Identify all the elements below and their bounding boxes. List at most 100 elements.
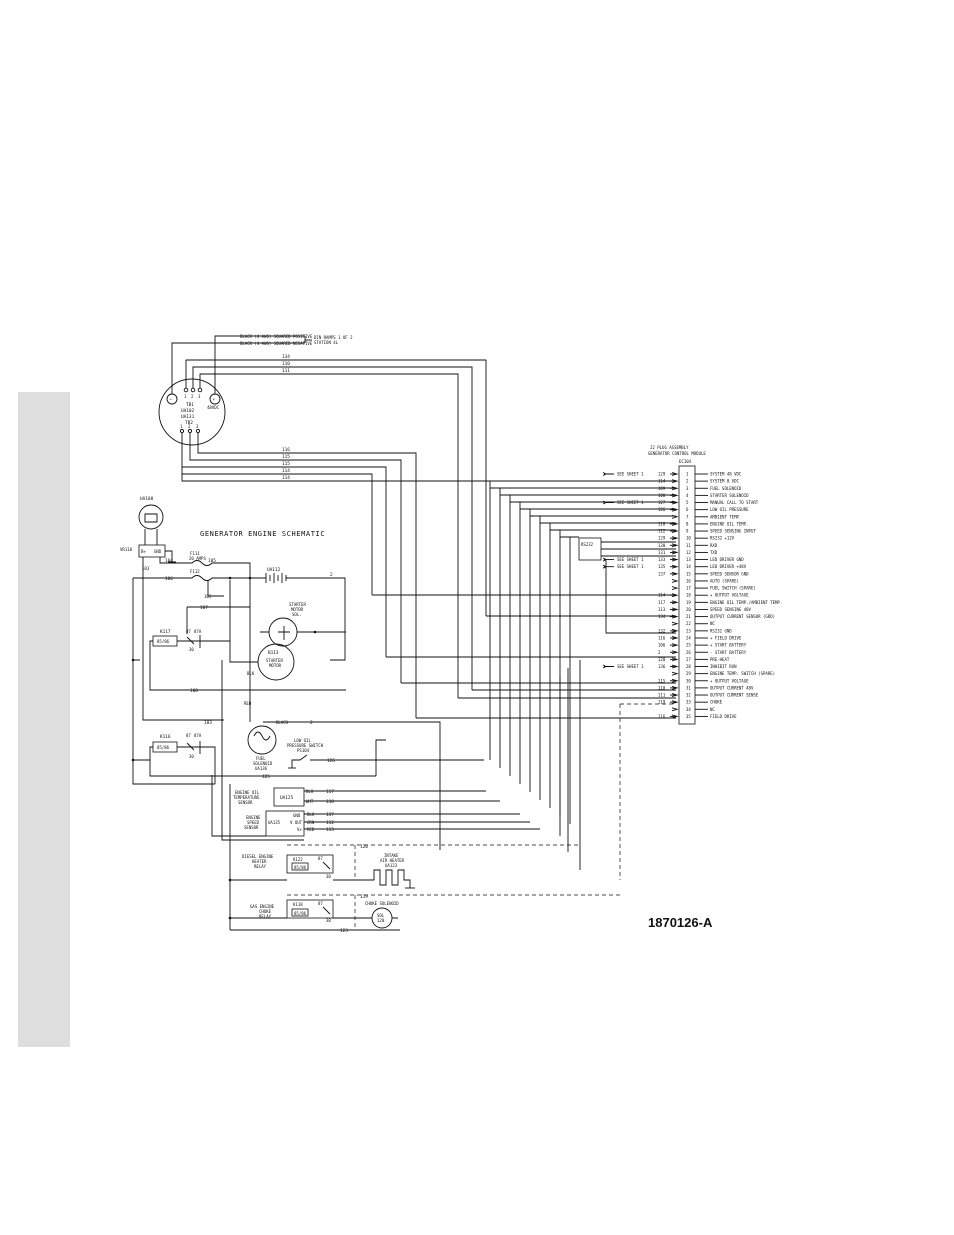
- pin-arrow: [671, 564, 679, 569]
- pin-wire-number: 115: [658, 678, 666, 683]
- svg-text:V+: V+: [297, 827, 302, 832]
- pin-number: 31: [686, 685, 691, 690]
- svg-text:DIN RAMPS 1 OF 2: DIN RAMPS 1 OF 2: [314, 335, 353, 340]
- pin-number: 5: [686, 500, 689, 505]
- pin-label: FUEL SWITCH (SPARE): [710, 586, 756, 591]
- svg-text:UA123: UA123: [385, 863, 398, 868]
- svg-text:113: 113: [326, 827, 334, 833]
- pin-wire-number: 111: [658, 693, 666, 698]
- pin-arrow: [671, 707, 679, 712]
- pin-label: FIELD DRIVE: [710, 714, 737, 719]
- svg-text:110: 110: [282, 361, 290, 367]
- svg-text:HEATER: HEATER: [252, 859, 267, 864]
- svg-text:LOW OIL: LOW OIL: [294, 738, 311, 743]
- svg-text:116: 116: [282, 447, 290, 453]
- intake-air-heater: INTAKE AIR HEATER UA123: [333, 853, 415, 889]
- pin-number: 9: [686, 529, 689, 534]
- svg-text:UA108: UA108: [140, 496, 154, 502]
- pin-wire-number: 117: [658, 600, 666, 605]
- pin-wire-number: 131: [658, 550, 666, 555]
- pin-arrow: [671, 472, 679, 476]
- pin-wire-number: 118: [658, 521, 666, 526]
- svg-text:UA112: UA112: [267, 567, 281, 573]
- pin-label: OUTPUT CURRENT 48V: [710, 685, 754, 690]
- svg-text:114: 114: [282, 475, 290, 481]
- pin-label: SYSTEM 48 VDC: [710, 472, 742, 477]
- pin-number: 15: [686, 571, 691, 576]
- svg-text:SENSOR: SENSOR: [238, 800, 253, 805]
- svg-text:WHT: WHT: [306, 799, 314, 804]
- svg-text:30: 30: [189, 754, 194, 759]
- svg-text:MOTOR: MOTOR: [291, 607, 304, 612]
- svg-text:120: 120: [377, 918, 385, 923]
- see-sheet-note: SEE SHEET 1: [617, 564, 644, 569]
- pin-arrow: [671, 479, 679, 484]
- pin-label: OUTPUT CURRENT SENSOR (GRD): [710, 614, 775, 619]
- pin-number: 7: [686, 514, 689, 519]
- starter-motor: STARTER MOTOR SOL. B113 STARTER MOTOR: [229, 580, 346, 681]
- tb1-pos-symbol: +: [213, 398, 216, 403]
- module-heading2: GENERATOR CONTROL MODULE: [648, 451, 706, 456]
- pin-wire-number: 133: [658, 557, 666, 562]
- pin-arrow: [671, 628, 679, 633]
- pin-label: ENGINE OIL TEMP./AMBIENT TEMP.: [710, 600, 782, 605]
- pin-label: LOW OIL PRESSURE: [710, 507, 749, 512]
- svg-text:2: 2: [188, 424, 191, 429]
- svg-text:ENGINE OIL: ENGINE OIL: [235, 790, 260, 795]
- svg-text:112: 112: [326, 820, 334, 826]
- svg-text:RELAY: RELAY: [254, 864, 267, 869]
- svg-text:PRESSURE SWITCH: PRESSURE SWITCH: [287, 743, 324, 748]
- pin-wire-number: 113: [658, 607, 666, 612]
- pin-number: 22: [686, 621, 691, 626]
- pin-arrow: [671, 714, 679, 719]
- svg-text:87: 87: [318, 901, 323, 906]
- pin-number: 14: [686, 564, 691, 569]
- svg-text:BLK: BLK: [307, 812, 315, 817]
- svg-text:85/86: 85/86: [294, 865, 307, 870]
- tb1-neg-symbol: −: [170, 398, 173, 403]
- svg-text:108: 108: [190, 688, 198, 694]
- pin-arrow: [671, 579, 679, 583]
- svg-text:GND: GND: [293, 813, 301, 818]
- pin-wire-number: 110: [658, 685, 666, 690]
- svg-text:MOTOR: MOTOR: [269, 663, 282, 668]
- pin-wire-number: 2: [658, 650, 661, 655]
- pin-number: 4: [686, 493, 689, 498]
- svg-text:2: 2: [310, 720, 313, 726]
- svg-text:CHOKE SOLENOID: CHOKE SOLENOID: [365, 901, 399, 906]
- gas-choke-relay: GAS ENGINE CHOKE RELAY K118 85/86 87 30 …: [250, 894, 620, 934]
- see-sheet-note: SEE SHEET 1: [617, 557, 644, 562]
- pin-number: 20: [686, 607, 691, 612]
- pin-wire-number: 119: [658, 700, 666, 705]
- pin-arrow: [671, 685, 679, 690]
- svg-text:87: 87: [318, 856, 323, 861]
- pin-number: 2: [686, 479, 689, 484]
- pin-number: 33: [686, 700, 691, 705]
- pin-arrow: [671, 671, 679, 676]
- svg-text:105: 105: [208, 558, 216, 564]
- pin-arrow: [671, 643, 679, 648]
- relay-k116: K116 85/86 87 87A 30: [149, 733, 376, 784]
- svg-text:3: 3: [198, 394, 201, 399]
- pin-label: SYSTEM 0 VDC: [710, 479, 739, 484]
- svg-text:VR110: VR110: [120, 547, 133, 552]
- see-sheet-note: SEE SHEET 1: [617, 500, 644, 505]
- svg-text:SPEED: SPEED: [247, 820, 260, 825]
- schematic-title: GENERATOR ENGINE SCHEMATIC: [200, 530, 325, 538]
- svg-text:PS104: PS104: [297, 748, 310, 753]
- pin-number: 30: [686, 678, 691, 683]
- svg-text:103: 103: [142, 566, 150, 571]
